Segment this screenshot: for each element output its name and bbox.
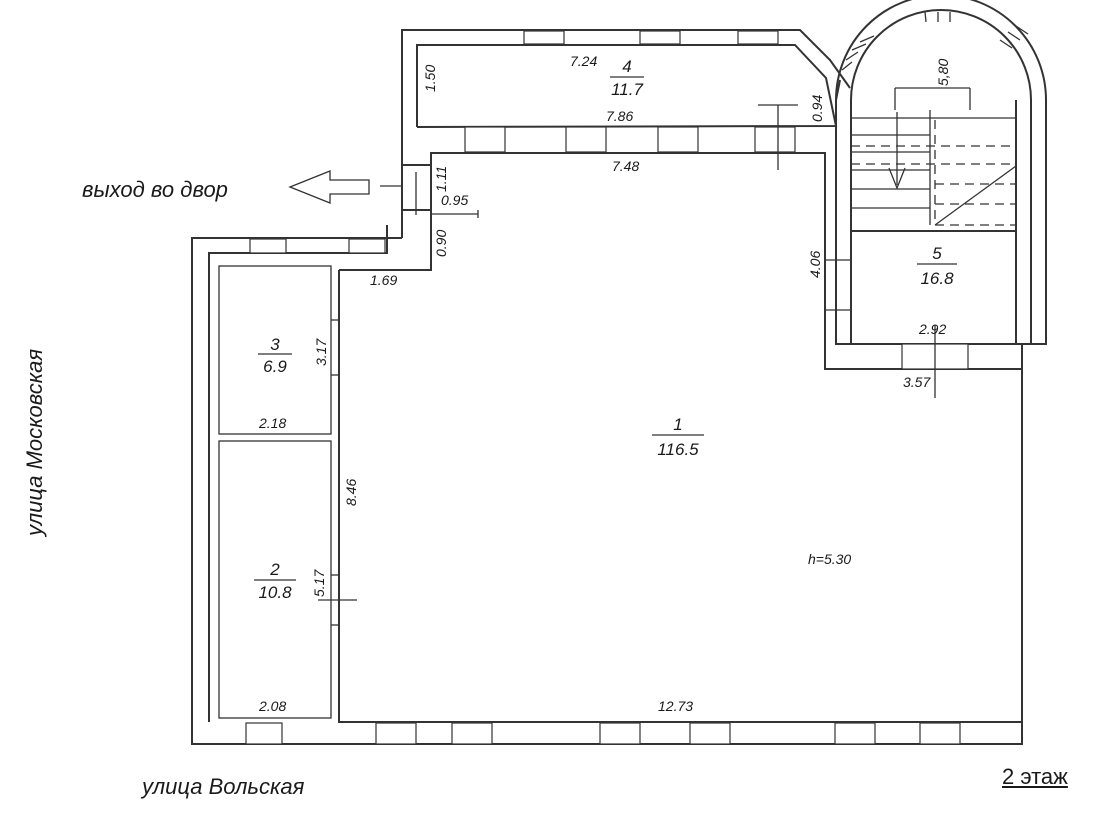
tick-marks [318, 104, 936, 601]
dim-0-94: 0.94 [809, 95, 825, 122]
dim-1-69: 1.69 [370, 272, 397, 288]
exit-arrow [288, 170, 402, 204]
room-5-area: 16.8 [920, 269, 954, 288]
dim-7-86: 7.86 [606, 108, 633, 124]
dim-3-17: 3.17 [313, 338, 329, 366]
exit-label: выход во двор [82, 177, 228, 202]
room-2-number: 2 [269, 560, 280, 579]
dim-3-57: 3.57 [903, 374, 931, 390]
dim-8-46: 8.46 [343, 479, 359, 506]
outer-walls [191, 0, 1047, 745]
dim-5-80: 5,80 [935, 59, 951, 86]
dim-1-11: 1.11 [433, 166, 449, 192]
room-4-number: 4 [622, 57, 631, 76]
dim-1-50: 1.50 [422, 65, 438, 92]
street-left-label: улица Московская [22, 349, 47, 538]
dim-2-08: 2.08 [258, 698, 286, 714]
dim-2-18: 2.18 [258, 415, 286, 431]
dim-4-06: 4.06 [807, 251, 823, 278]
tower-arc-windows [841, 11, 1029, 71]
dim-2-92: 2.92 [918, 321, 946, 337]
dim-12-73: 12.73 [658, 698, 693, 714]
height-note: h=5.30 [808, 551, 851, 567]
room-3-area: 6.9 [263, 357, 287, 376]
dim-0-90: 0.90 [433, 230, 449, 257]
room-labels: 4 11.7 5 16.8 3 6.9 1 116.5 2 10.8 [254, 57, 957, 602]
room-4-area: 11.7 [611, 80, 643, 99]
room-3-number: 3 [270, 335, 280, 354]
street-labels: выход во двор улица Московская улица Вол… [22, 177, 305, 799]
room-1-number: 1 [673, 415, 682, 434]
dimension-labels: 7.24 1.50 0.94 7.86 7.48 1.11 0.95 0.90 … [258, 53, 951, 714]
windows [245, 30, 969, 745]
room-5-number: 5 [932, 244, 942, 263]
room-1-area: 116.5 [657, 440, 699, 459]
dim-5-17: 5.17 [311, 569, 327, 597]
dim-7-48: 7.48 [612, 158, 639, 174]
room-2-area: 10.8 [258, 583, 292, 602]
street-bottom-label: улица Вольская [140, 774, 305, 799]
dim-0-95: 0.95 [441, 192, 468, 208]
staircase [851, 87, 1017, 226]
dim-7-24: 7.24 [570, 53, 597, 69]
floor-label: 2 этаж [1002, 764, 1068, 789]
